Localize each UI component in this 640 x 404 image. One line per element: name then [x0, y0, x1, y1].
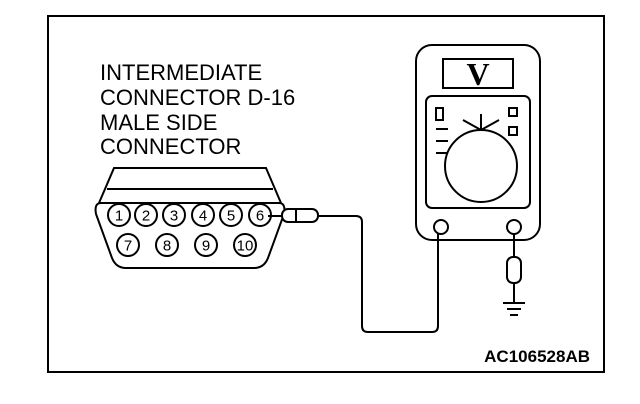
- meter-range-indicator: [435, 107, 444, 121]
- label-line-4: CONNECTOR: [100, 134, 241, 159]
- pin-number-4: 4: [199, 208, 207, 225]
- figure-code: AC106528AB: [484, 347, 590, 366]
- connector-top-face: [98, 167, 282, 204]
- meter-terminal-positive: [433, 219, 449, 235]
- meter-housing: [415, 44, 541, 241]
- pin-1: [107, 203, 131, 227]
- meter-switch-2: [508, 126, 518, 136]
- pin-number-1: 1: [115, 208, 123, 225]
- voltmeter: [415, 44, 541, 241]
- meter-face-panel: [425, 95, 531, 209]
- pin-number-10: 10: [237, 238, 254, 255]
- pin-number-5: 5: [227, 208, 235, 225]
- probe-body: [281, 208, 319, 223]
- meter-display-symbol: V: [466, 56, 489, 92]
- ground-lead: [503, 234, 525, 316]
- pin-2: [134, 203, 158, 227]
- label-line-2: CONNECTOR D-16: [100, 85, 295, 110]
- label-line-1: INTERMEDIATE: [100, 60, 262, 85]
- pin-9: [194, 233, 218, 257]
- meter-switch-1: [508, 107, 518, 117]
- connector-d16: [94, 167, 286, 269]
- pin-number-2: 2: [142, 208, 150, 225]
- pin-5: [219, 203, 243, 227]
- pin-number-3: 3: [170, 208, 178, 225]
- pin-number-8: 8: [163, 238, 171, 255]
- meter-display: [442, 58, 514, 89]
- ground-probe-body: [506, 256, 522, 284]
- pin-10: [233, 233, 257, 257]
- connector-label: INTERMEDIATE CONNECTOR D-16 MALE SIDE CO…: [100, 60, 295, 159]
- connector-pins: [107, 203, 272, 257]
- pin-4: [191, 203, 215, 227]
- meter-terminal-negative: [506, 219, 522, 235]
- pin-8: [155, 233, 179, 257]
- label-line-3: MALE SIDE: [100, 110, 217, 135]
- pin-number-6: 6: [256, 208, 264, 225]
- meter-dial-pointer-2: [462, 119, 482, 131]
- meter-selector-dial: [444, 129, 518, 203]
- test-lead-wire: [318, 215, 439, 333]
- meter-dial-pointer-3: [480, 119, 500, 131]
- connector-front-face: [94, 202, 286, 269]
- pin-number-7: 7: [124, 238, 132, 255]
- pin-7: [116, 233, 140, 257]
- figure-frame: [47, 15, 605, 373]
- pin-number-9: 9: [202, 238, 210, 255]
- positive-probe: [268, 208, 319, 223]
- pin-3: [162, 203, 186, 227]
- pin-numbers: 1 2 3 4 5 6 7 8 9 10: [115, 208, 264, 255]
